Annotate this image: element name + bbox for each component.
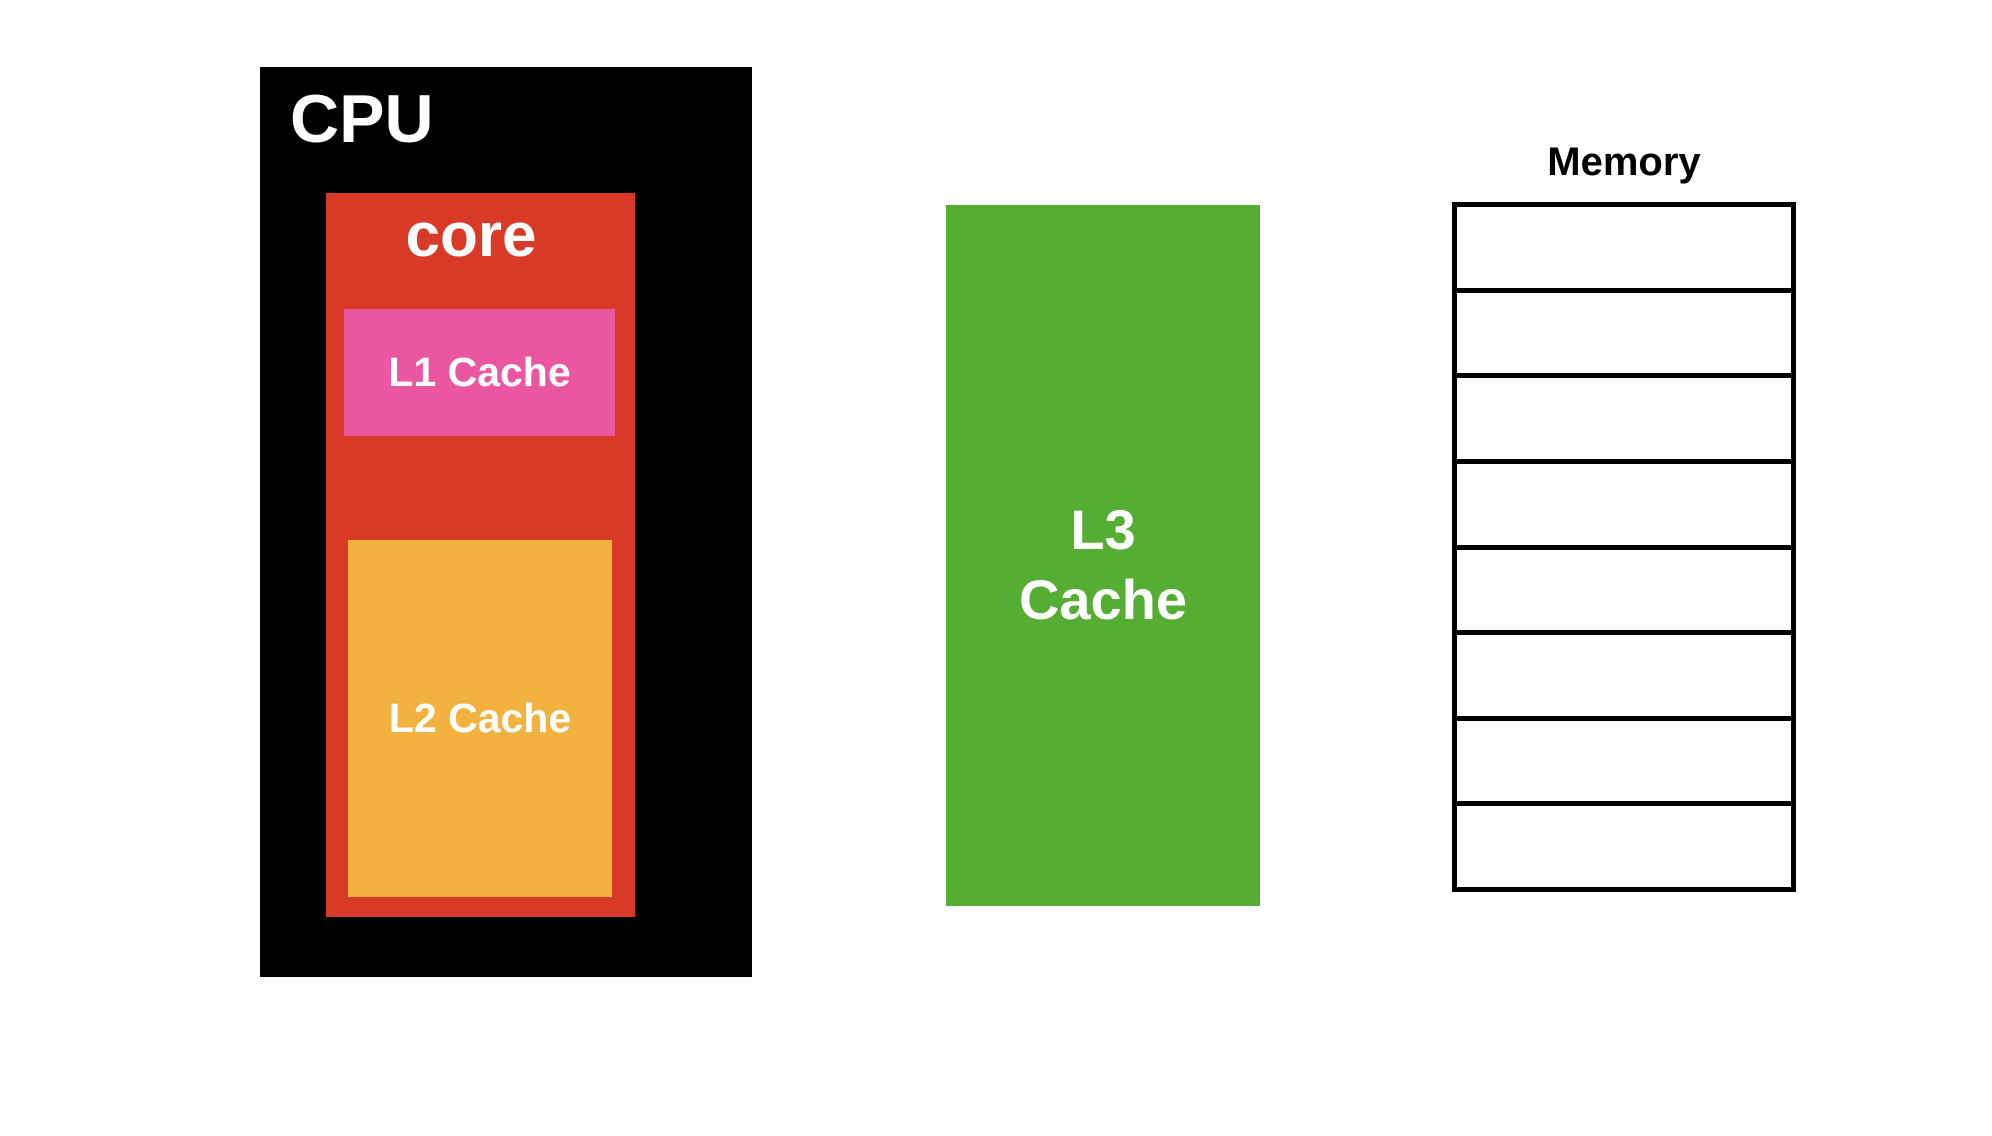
l2-cache-label: L2 Cache — [388, 695, 572, 741]
core-label: core — [405, 201, 537, 270]
memory-cell — [1457, 721, 1791, 807]
l1-cache-block: L1 Cache — [344, 309, 615, 436]
memory-cell — [1457, 806, 1791, 887]
memory-block — [1452, 202, 1796, 892]
memory-cell — [1457, 378, 1791, 464]
memory-cell — [1457, 464, 1791, 550]
memory-cell — [1457, 207, 1791, 293]
l3-cache-label-line1: L3 — [1070, 498, 1136, 561]
memory-cell — [1457, 293, 1791, 379]
memory-cell — [1457, 550, 1791, 636]
l1-cache-label: L1 Cache — [388, 349, 571, 395]
core-block: core L1 Cache L2 Cache — [326, 193, 635, 917]
l3-cache-block: L3 Cache — [946, 205, 1260, 906]
cpu-block: CPU core L1 Cache L2 Cache — [260, 67, 752, 977]
l2-cache-block: L2 Cache — [348, 540, 612, 897]
l3-cache-label-line2: Cache — [1018, 568, 1188, 631]
memory-cell — [1457, 635, 1791, 721]
l3-cache-label: L3 Cache — [946, 495, 1260, 635]
memory-label: Memory — [1547, 140, 1701, 184]
cpu-label: CPU — [290, 81, 434, 157]
